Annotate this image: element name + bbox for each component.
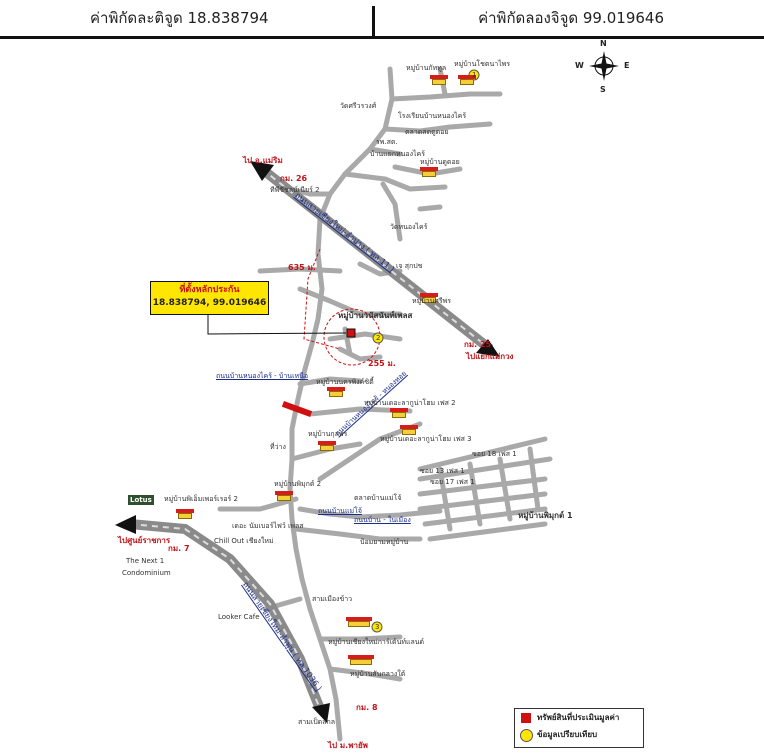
highway-1036 <box>115 515 330 723</box>
label-road-donjan: ถนนบ้านหนองไคร้ - บ้านเหนือ <box>216 372 309 380</box>
label-v-kulphon: หมู่บ้านกุลพร <box>308 430 348 438</box>
label-to-mayo: ไป ม.พายัพ <box>328 741 368 750</box>
distance-line <box>303 248 341 350</box>
label-police: ป้อมยามหมู่บ้าน <box>360 538 409 546</box>
label-chillout: Chill Out เชียงใหม่ <box>214 537 274 545</box>
label-v-phimuk2: หมู่บ้านพิมุกต์ 2 <box>274 480 322 488</box>
label-v-santisuk: ทีพีซีชลน์เนียร์ 2 <box>270 186 320 194</box>
village-icon <box>327 387 345 397</box>
header-divider <box>372 6 375 36</box>
label-km8: กม. 8 <box>356 703 378 712</box>
label-v-lakeside3: หมู่บ้านเดอะลากูน่าโฮม เฟส 3 <box>380 435 472 443</box>
village-icon <box>318 441 336 451</box>
label-nongkhrai: บ้านแยกหนองไคร้ <box>370 150 425 158</box>
label-market: ตลาดสดดูดอย <box>405 128 449 136</box>
compass-s: S <box>600 85 606 94</box>
label-soi-x: ซอย 18 เฟส 1 <box>472 450 517 458</box>
label-wat-nongkhrai: วัดหนองไคร้ <box>390 223 428 231</box>
label-school: โรงเรียนบ้านหนองไคร้ <box>398 112 467 120</box>
compass-w: W <box>575 61 584 70</box>
compass-e: E <box>624 61 630 70</box>
village-icon <box>390 408 408 418</box>
village-icon <box>420 167 438 177</box>
label-market-mai: ตลาดบ้านแม่โจ้ <box>354 494 402 502</box>
label-wat-siwong: วัดศรีวรวงศ์ <box>340 102 377 110</box>
label-terrace: เดอะ นัมเบอร์ไฟว์ เพลส <box>232 522 304 530</box>
label-v-nakhon: หมู่บ้านนครพิงค์ซิตี้ <box>316 378 374 386</box>
subject-square-icon <box>521 713 531 723</box>
compare-circle-icon <box>520 729 533 742</box>
marker-3-label: 3 <box>375 623 380 631</box>
callout-leader <box>207 309 347 335</box>
label-condo: Condominium <box>122 569 171 577</box>
label-road-maejo: ถนนบ้านแม่โจ้ <box>318 507 362 515</box>
label-v-chiangmai: หมู่บ้านเชียงใหม่การ์เด้นท์แลนด์ <box>328 638 425 646</box>
marker-1-label: 1 <box>472 71 477 79</box>
label-km26: กม. 26 <box>280 174 308 183</box>
location-map: N S E W ที่ตั้งหลักประกัน 18.838794, 99.… <box>0 39 764 755</box>
village-icon <box>420 293 438 303</box>
label-soi17: ซอย 17 เฟส 1 <box>430 478 475 486</box>
label-v-doikham: หมู่บ้านดูดอย <box>420 158 460 166</box>
label-v-khatoon: หมู่บ้านกัททูล <box>406 64 447 72</box>
callout-title: ที่ตั้งหลักประกัน <box>179 285 240 295</box>
lotus-logo: Lotus <box>128 495 154 505</box>
callout-coords: 18.838794, 99.019646 <box>152 298 267 308</box>
road-network <box>115 66 553 742</box>
label-to-maekuang: ไปแยกแม่กวง <box>466 352 514 361</box>
label-v-siphon: หมู่บ้านศรีพร <box>412 297 451 305</box>
label-wat-muang: สามเมืองข้าว <box>312 595 353 603</box>
label-km25: กม. 25 <box>464 340 492 349</box>
label-road-5: ถนนบ้าน - ในเมือง <box>354 516 411 524</box>
label-six-supply: เจ สุกปช <box>396 262 423 270</box>
compass-n: N <box>600 39 607 48</box>
village-icon <box>176 509 194 519</box>
label-v-chotika: หมู่บ้านโชตนาไพร <box>454 60 511 68</box>
label-v-siam: หมู่บ้านพิเอ็มเพอร์เรอร์ 2 <box>164 495 238 503</box>
label-to-maerim: ไป อ.แม่ริม <box>243 156 283 165</box>
compass-rose: N S E W <box>573 39 637 95</box>
barrier-marker <box>281 401 313 417</box>
label-v-target: หมู่บ้านวนัสนันท์เพลส <box>338 311 413 320</box>
village-icon <box>275 491 293 501</box>
label-dist-635: 635 ม. <box>288 263 316 272</box>
collateral-callout: ที่ตั้งหลักประกัน 18.838794, 99.019646 <box>150 281 269 315</box>
compare-marker-3 <box>371 621 383 633</box>
label-v-lakeside2: หมู่บ้านเดอะลากูน่าโฮม เฟส 2 <box>364 399 456 407</box>
label-sampet: สามเป็ดสกล <box>298 718 335 726</box>
legend-compare: ข้อมูลเปรียบเทียบ <box>515 726 643 743</box>
label-hospital: รพ.สต. <box>376 138 398 146</box>
village-icon <box>430 75 448 85</box>
village-icon <box>346 617 372 627</box>
label-to-center: ไปศูนย์ราชการ <box>118 536 171 545</box>
compass-icon <box>589 51 619 81</box>
compare-marker-2 <box>372 332 384 344</box>
marker-2-label: 2 <box>376 334 381 342</box>
coordinate-header: ค่าพิกัดละติจูด 18.838794 ค่าพิกัดลองจิจ… <box>0 0 764 39</box>
label-v-sanklang: หมู่บ้านสันกลางใต้ <box>350 670 406 678</box>
legend-subject: ทรัพย์สินที่ประเมินมูลค่า <box>515 709 643 726</box>
label-v-phimuk1: หมู่บ้านพิมุกต์ 1 <box>518 511 573 520</box>
village-icon <box>348 655 374 665</box>
label-km7: กม. 7 <box>168 544 190 553</box>
village-icon <box>458 75 476 85</box>
map-legend: ทรัพย์สินที่ประเมินมูลค่า ข้อมูลเปรียบเท… <box>514 708 644 748</box>
longitude-label: ค่าพิกัดลองจิจูด 99.019646 <box>478 9 664 27</box>
subject-marker <box>346 328 356 338</box>
label-looker: Looker Cafe <box>218 613 260 621</box>
latitude-label: ค่าพิกัดละติจูด 18.838794 <box>90 9 269 27</box>
label-thenext: The Next 1 <box>126 557 165 565</box>
label-thi-wang: ที่ว่าง <box>270 443 286 451</box>
label-soi13: ซอย 13 เฟส 1 <box>420 467 465 475</box>
label-dist-255: 255 ม. <box>368 359 396 368</box>
highway-11 <box>250 161 500 357</box>
village-icon <box>400 425 418 435</box>
